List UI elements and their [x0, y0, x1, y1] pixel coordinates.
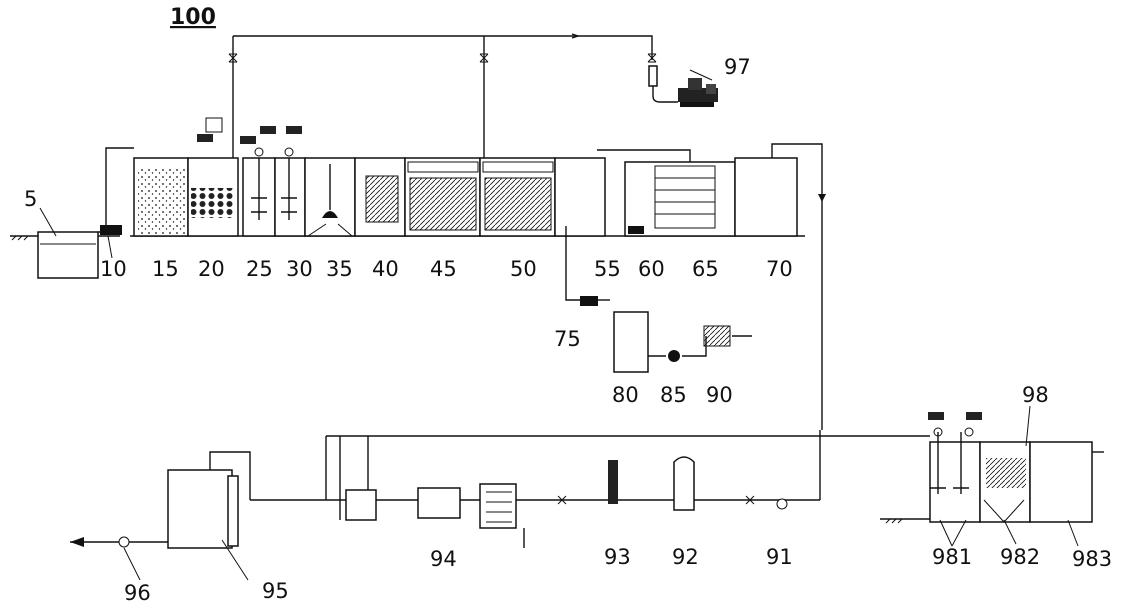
label-65: 65 [692, 257, 719, 281]
label-35: 35 [326, 257, 353, 281]
sump-tank [37, 231, 99, 279]
label-50: 50 [510, 257, 537, 281]
label-97: 97 [724, 55, 751, 79]
label-10: 10 [100, 257, 127, 281]
lower-process-line [70, 430, 822, 549]
label-96: 96 [124, 581, 151, 605]
component-labels: 5 10 15 20 25 30 35 40 45 50 55 60 65 70… [24, 55, 1112, 605]
label-98: 98 [1022, 383, 1049, 407]
label-93: 93 [604, 545, 631, 569]
label-982: 982 [1000, 545, 1040, 569]
label-25: 25 [246, 257, 273, 281]
label-40: 40 [372, 257, 399, 281]
label-91: 91 [766, 545, 793, 569]
label-94: 94 [430, 547, 457, 571]
label-30: 30 [286, 257, 313, 281]
label-55: 55 [594, 257, 621, 281]
leader-lines [39, 69, 1079, 581]
label-60: 60 [638, 257, 665, 281]
label-70: 70 [766, 257, 793, 281]
label-92: 92 [672, 545, 699, 569]
label-75: 75 [554, 327, 581, 351]
label-45: 45 [430, 257, 457, 281]
label-20: 20 [198, 257, 225, 281]
label-5: 5 [24, 187, 37, 211]
label-85: 85 [660, 383, 687, 407]
lower-right-tanks [822, 412, 1104, 523]
label-90: 90 [706, 383, 733, 407]
label-15: 15 [152, 257, 179, 281]
label-981: 981 [932, 545, 972, 569]
sludge-branch [565, 226, 752, 373]
label-80: 80 [612, 383, 639, 407]
label-983: 983 [1072, 547, 1112, 571]
blower-unit [648, 65, 718, 107]
label-95: 95 [262, 579, 289, 603]
treatment-train [130, 117, 826, 430]
diagram-title: 100 [170, 5, 216, 30]
